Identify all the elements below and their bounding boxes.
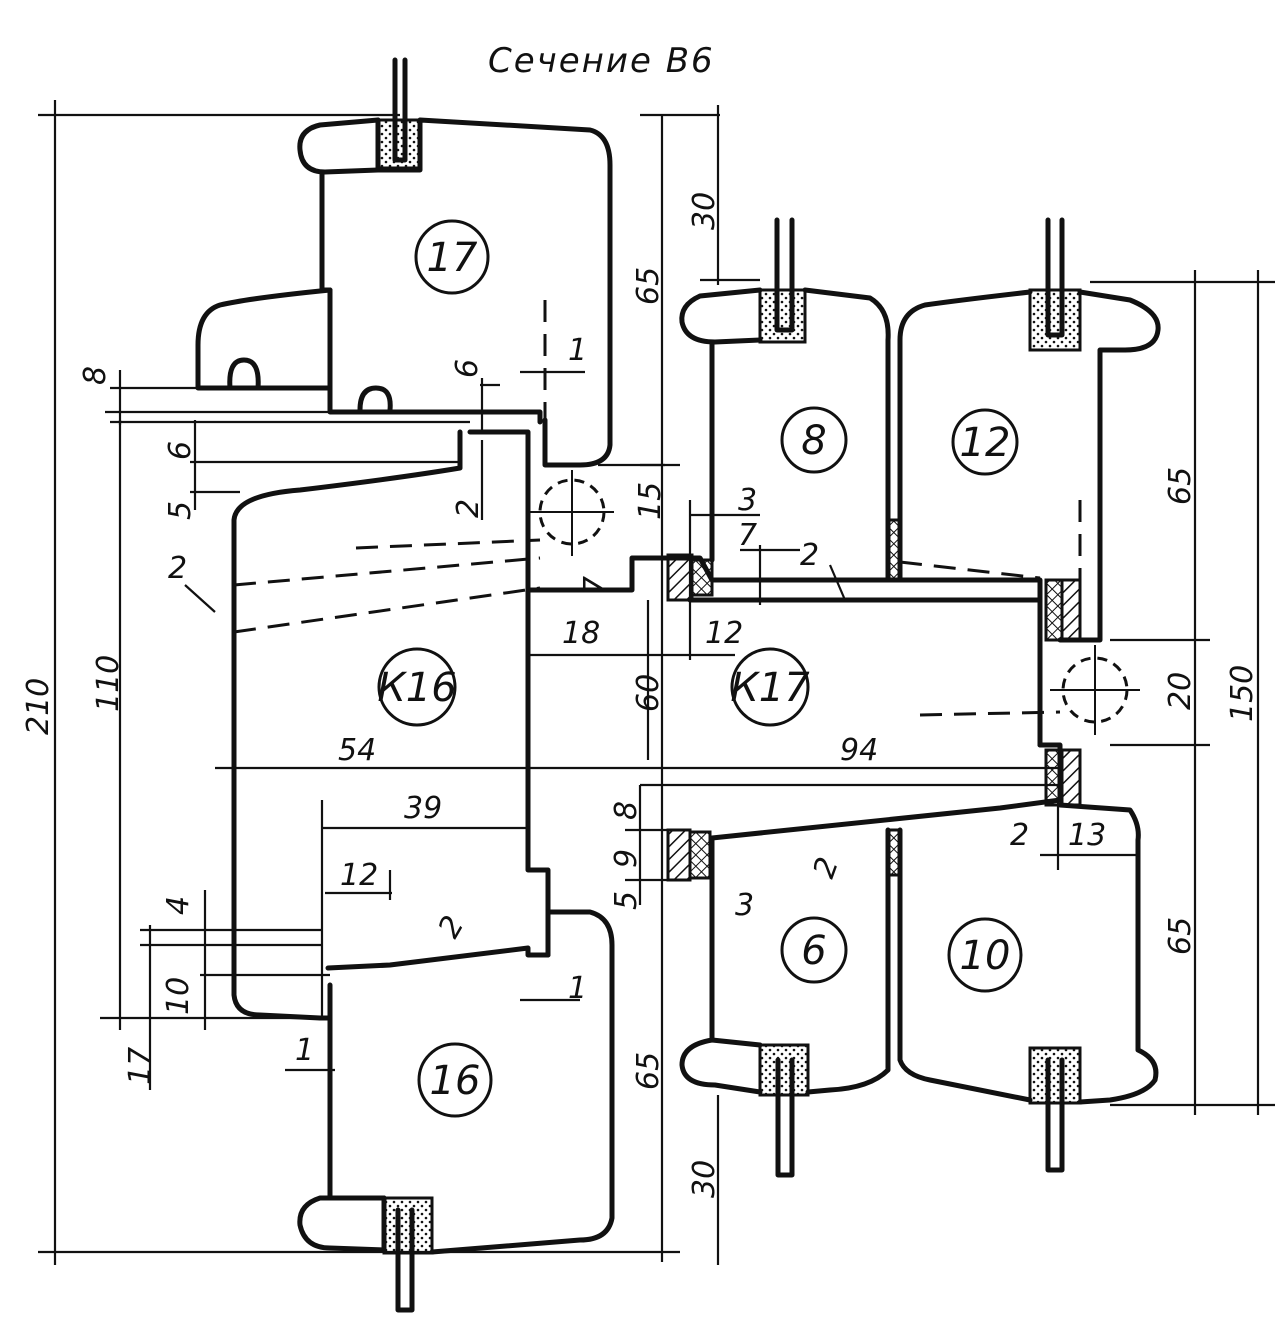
dim-2-c: 2 xyxy=(800,538,819,573)
panel-8 xyxy=(679,217,891,583)
svg-text:К16: К16 xyxy=(377,665,456,711)
panel-6 xyxy=(666,827,891,1178)
block-k16 xyxy=(231,429,668,1021)
dim-13: 13 xyxy=(1068,818,1106,853)
panel-label-16: 16 xyxy=(417,1042,493,1118)
panel-label-10: 10 xyxy=(947,917,1023,993)
dim-12-top: 12 xyxy=(705,616,743,651)
dim-7-b: 7 xyxy=(738,518,757,553)
svg-text:17: 17 xyxy=(427,235,478,281)
dim-12-bottom: 12 xyxy=(340,858,378,893)
dim-2-f: 2 xyxy=(432,910,472,944)
dim-2-b: 2 xyxy=(451,499,486,518)
dim-2-e: 2 xyxy=(1010,818,1029,853)
dim-2-d: 2 xyxy=(807,853,846,883)
section-title: Сечение В6 xyxy=(488,41,715,81)
dim-94: 94 xyxy=(840,733,878,768)
panel-10 xyxy=(886,802,1159,1173)
dim-65-right-bottom: 65 xyxy=(1163,917,1198,955)
dim-60: 60 xyxy=(631,674,666,712)
panel-label-17: 17 xyxy=(414,219,490,295)
panel-label-k17: К17 xyxy=(730,647,810,727)
dim-15: 15 xyxy=(633,482,668,520)
dim-65-right-top: 65 xyxy=(1163,467,1198,505)
joint-marker-top xyxy=(530,470,614,556)
dim-7-a: 7 xyxy=(578,576,613,595)
dim-3-bottom: 3 xyxy=(735,888,754,923)
dim-150: 150 xyxy=(1225,665,1260,722)
dim-2-a: 2 xyxy=(168,551,187,586)
svg-text:16: 16 xyxy=(430,1058,481,1104)
dim-39: 39 xyxy=(404,791,442,826)
panel-label-6: 6 xyxy=(780,916,848,984)
dim-65-bottom: 65 xyxy=(631,1052,666,1090)
dim-9: 9 xyxy=(609,849,644,868)
upper-slab-lines xyxy=(105,385,543,494)
dim-6-side: 6 xyxy=(163,441,198,460)
svg-text:6: 6 xyxy=(801,928,826,974)
joint-marker-right xyxy=(1050,645,1140,735)
dim-4: 4 xyxy=(161,896,196,915)
dimension-labels: 210 110 65 65 65 65 30 30 150 20 60 15 5… xyxy=(21,192,1260,1198)
panel-16 xyxy=(297,909,615,1313)
dim-54: 54 xyxy=(338,733,376,768)
dim-8-top: 8 xyxy=(78,366,113,385)
dim-18: 18 xyxy=(562,616,600,651)
dim-5-left: 5 xyxy=(163,501,198,520)
dim-8-mid: 8 xyxy=(609,801,644,820)
panel-17 xyxy=(195,57,613,468)
dim-10: 10 xyxy=(161,977,196,1015)
dim-5-mid: 5 xyxy=(609,891,644,910)
svg-text:12: 12 xyxy=(960,420,1011,466)
svg-text:К17: К17 xyxy=(730,665,810,711)
dimension-lines xyxy=(38,100,1275,1265)
dim-30-top: 30 xyxy=(687,192,722,230)
dim-6-top: 6 xyxy=(450,359,485,378)
svg-text:8: 8 xyxy=(801,418,826,464)
dim-210: 210 xyxy=(21,678,56,735)
dim-65-top: 65 xyxy=(631,267,666,305)
panel-label-k16: К16 xyxy=(377,647,457,727)
dim-1-b: 1 xyxy=(568,971,587,1006)
dim-1-c: 1 xyxy=(295,1033,314,1068)
block-k17 xyxy=(640,553,1082,841)
svg-text:10: 10 xyxy=(960,933,1011,979)
panel-label-12: 12 xyxy=(951,408,1019,476)
dim-1-a: 1 xyxy=(568,333,587,368)
dim-20: 20 xyxy=(1163,672,1198,710)
dim-30-bottom: 30 xyxy=(687,1160,722,1198)
panel-label-8: 8 xyxy=(780,406,848,474)
dim-17: 17 xyxy=(123,1047,158,1085)
dim-3-top: 3 xyxy=(738,483,757,518)
dim-110: 110 xyxy=(91,655,126,712)
